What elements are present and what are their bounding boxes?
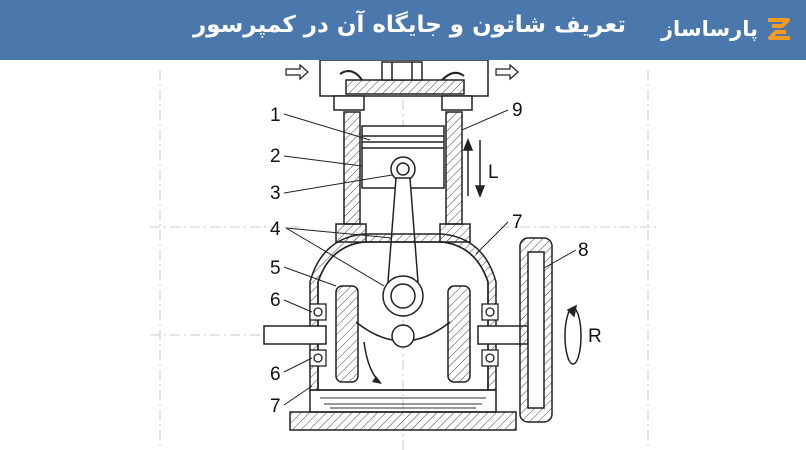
brand-name: پارساساز [660,17,758,41]
motion-arrows [462,137,582,365]
valve-head [319,60,489,111]
oil-flow-arrow [363,341,381,383]
brand-logo[interactable]: پارساساز [661,14,794,44]
label-3: 3 [270,183,281,204]
label-1: 1 [270,105,281,126]
flow-arrows [285,63,519,81]
page-title: تعریف شاتون و جایگاه آن در کمپرسور [192,12,626,38]
connecting-rod [382,177,424,317]
label-7-bottom: 7 [270,396,281,417]
label-4: 4 [270,219,281,240]
label-6-top: 6 [270,290,281,311]
compressor-diagram: 1 2 3 4 5 6 6 7 9 7 8 L R [150,60,660,450]
bearings [309,303,499,367]
label-7-top: 7 [512,212,523,233]
oil-flow-arrowhead [372,376,382,384]
crankcase [289,233,517,431]
label-9: 9 [512,100,523,121]
header-bar: تعریف شاتون و جایگاه آن در کمپرسور پارسا… [0,0,806,60]
label-l: L [488,162,499,183]
label-6-bottom: 6 [270,364,281,385]
brand-mark-icon [768,18,790,40]
flywheel [519,237,553,423]
label-2: 2 [270,146,281,167]
crankshaft [263,285,529,383]
label-r: R [588,326,602,347]
label-8: 8 [578,240,589,261]
leader-lines [283,109,577,406]
label-5: 5 [270,258,281,279]
oil-sump [320,397,486,409]
